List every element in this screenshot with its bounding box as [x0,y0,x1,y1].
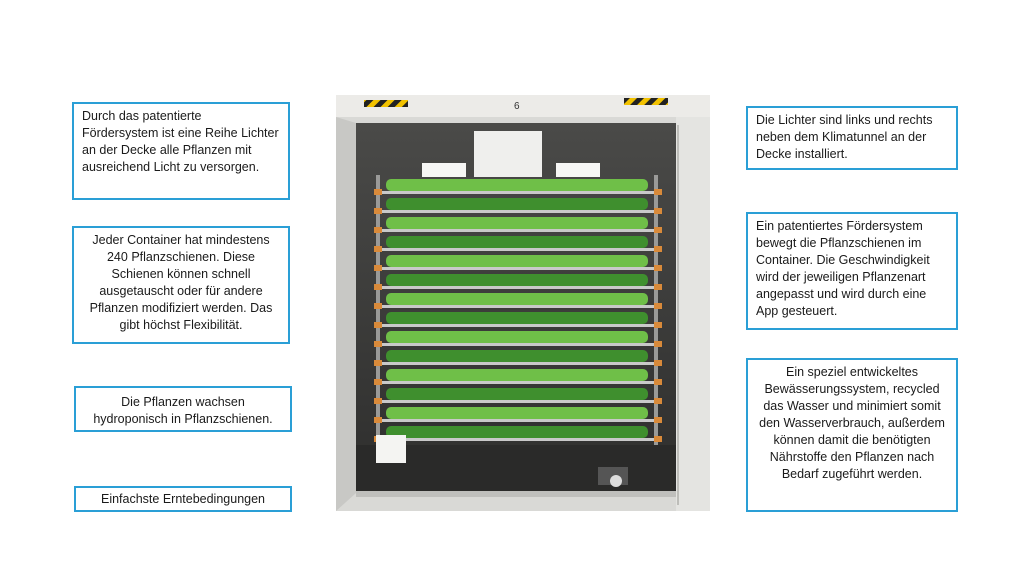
rail-bracket [374,417,382,423]
info-text: Durch das patentierte Fördersystem ist e… [82,109,279,174]
plant-rail [378,400,656,403]
info-text: Ein patentiertes Fördersystem bewegt die… [756,219,930,318]
info-text: Die Pflanzen wachsen hydroponisch in Pfl… [93,395,273,426]
container-door [676,117,710,511]
rail-bracket [654,417,662,423]
rail-bracket [654,360,662,366]
plant-row [386,369,648,381]
rail-bracket [374,379,382,385]
info-text: Jeder Container hat mindestens 240 Pflan… [89,233,273,332]
plant-rail [378,381,656,384]
plant-rail [378,343,656,346]
rail-bracket [654,208,662,214]
climate-tunnel [474,131,542,177]
plant-row [386,198,648,210]
rail-bracket [374,246,382,252]
plant-rail [378,210,656,213]
info-box-lights-position: Die Lichter sind links und rechts neben … [746,106,958,170]
plant-rail [378,419,656,422]
rail-bracket [374,303,382,309]
plant-rail [378,362,656,365]
plant-row [386,236,648,248]
info-box-ceiling-lights: Durch das patentierte Fördersystem ist e… [72,102,290,200]
info-text: Die Lichter sind links und rechts neben … [756,113,933,161]
rail-bracket [654,341,662,347]
rail-bracket [654,322,662,328]
plant-rail [378,229,656,232]
container-number: 6 [514,101,520,112]
rail-bracket [654,189,662,195]
plant-row [386,217,648,229]
rail-bracket [374,360,382,366]
plant-rail [378,248,656,251]
plant-row [386,407,648,419]
rail-bracket [374,398,382,404]
rail-bracket [374,227,382,233]
info-box-harvest: Einfachste Erntebedingungen [74,486,292,512]
hazard-stripe-right [624,98,668,105]
rail-bracket [374,322,382,328]
rail-bracket [374,341,382,347]
rail-bracket [374,189,382,195]
info-text: Ein speziel entwickeltes Bewässerungssys… [759,365,945,481]
water-tank [376,435,406,463]
rail-bracket [374,284,382,290]
plant-row [386,179,648,191]
plant-rail [378,438,656,441]
plant-row [386,255,648,267]
rail-bracket [374,208,382,214]
rail-bracket [654,284,662,290]
rail-bracket [654,398,662,404]
plant-row [386,274,648,286]
plant-row [386,426,648,438]
container-farm-photo: 6 [336,95,710,511]
rail-bracket [654,436,662,442]
plant-rail [378,324,656,327]
plant-row [386,293,648,305]
plant-rail [378,305,656,308]
plant-row [386,331,648,343]
info-box-plant-rails: Jeder Container hat mindestens 240 Pflan… [72,226,290,344]
rail-bracket [654,379,662,385]
hazard-stripe-left [364,100,408,107]
plant-row [386,350,648,362]
plant-rail [378,267,656,270]
plant-row [386,312,648,324]
rail-bracket [654,227,662,233]
rail-bracket [374,265,382,271]
info-box-hydroponic: Die Pflanzen wachsen hydroponisch in Pfl… [74,386,292,432]
info-box-irrigation: Ein speziel entwickeltes Bewässerungssys… [746,358,958,512]
plant-rails [374,179,662,442]
rail-bracket [654,265,662,271]
rail-bracket [654,246,662,252]
plant-rail [378,286,656,289]
plant-rail [378,191,656,194]
plant-row [386,388,648,400]
info-box-conveyor: Ein patentiertes Fördersystem bewegt die… [746,212,958,330]
rail-bracket [654,303,662,309]
info-text: Einfachste Erntebedingungen [100,492,265,506]
